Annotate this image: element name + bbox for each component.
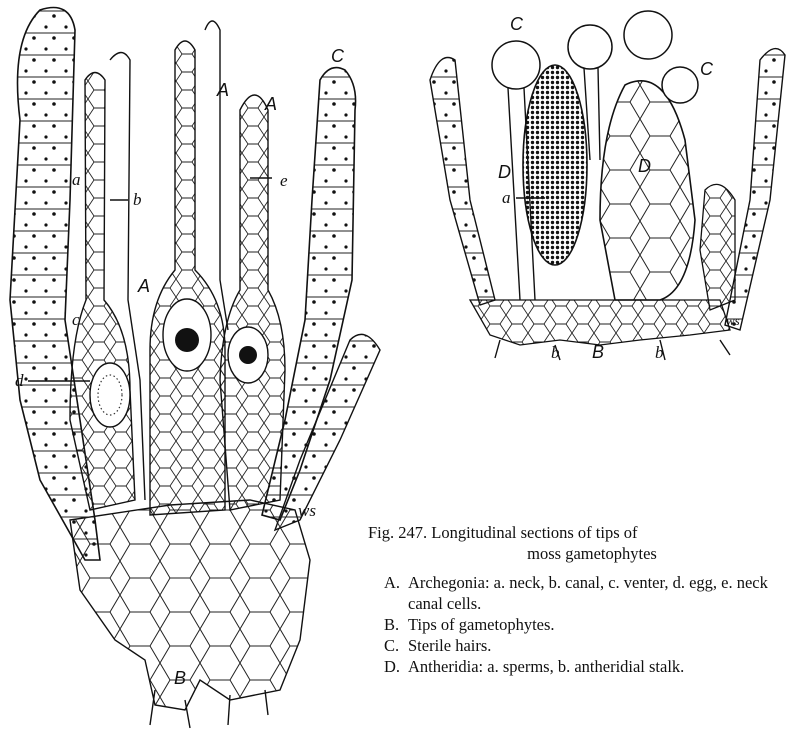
label-b-right-2: b [655,343,664,362]
left-section: A A A C B a b c d e ws [10,8,380,729]
caption-item-B: B. Tips of gametophytes. [384,614,784,635]
antheridium-light [600,81,695,300]
archegonium-center [150,41,225,515]
figure-caption: Fig. 247. Longitudinal sections of tips … [354,522,784,677]
label-A-1: A [216,80,229,100]
label-ws-right: ws [726,313,740,328]
label-d: d [15,371,24,390]
label-A-2: A [264,94,277,114]
label-a: a [72,170,81,189]
caption-item-A: A. Archegonia: a. neck, b. canal, c. ven… [384,572,784,614]
caption-item-D: D. Antheridia: a. sperms, b. antheridial… [384,656,784,677]
label-c: c [72,310,80,329]
label-C-right-2: C [700,59,714,79]
label-C: C [331,46,345,66]
label-D-2: D [638,156,651,176]
caption-title-line2: moss gametophytes [368,543,784,564]
label-D-1: D [498,162,511,182]
caption-item-C: C. Sterile hairs. [384,635,784,656]
antheridium-dark [523,65,587,265]
cell-cluster-right [700,184,735,310]
caption-title: Fig. 247. Longitudinal sections of tips … [354,522,784,564]
label-a-right: a [502,188,511,207]
label-b: b [133,190,142,209]
label-B-right: B [592,342,604,362]
label-A-3: A [137,276,150,296]
label-ws-left: ws [298,501,316,520]
archegonium-right [220,95,285,510]
sterile-hair-far-left [430,58,495,306]
label-e: e [280,171,288,190]
label-B: B [174,668,186,688]
gametophyte-tip-tissue-left [70,500,310,710]
label-C-right-1: C [510,14,524,34]
right-section: C C D D a b B b ws [430,11,785,362]
gametophyte-tip-tissue-right [470,300,730,345]
label-b-right-1: b [551,343,560,362]
archegonium-left [70,73,135,511]
egg-left [90,363,130,427]
caption-title-line1: Fig. 247. Longitudinal sections of tips … [368,523,638,542]
